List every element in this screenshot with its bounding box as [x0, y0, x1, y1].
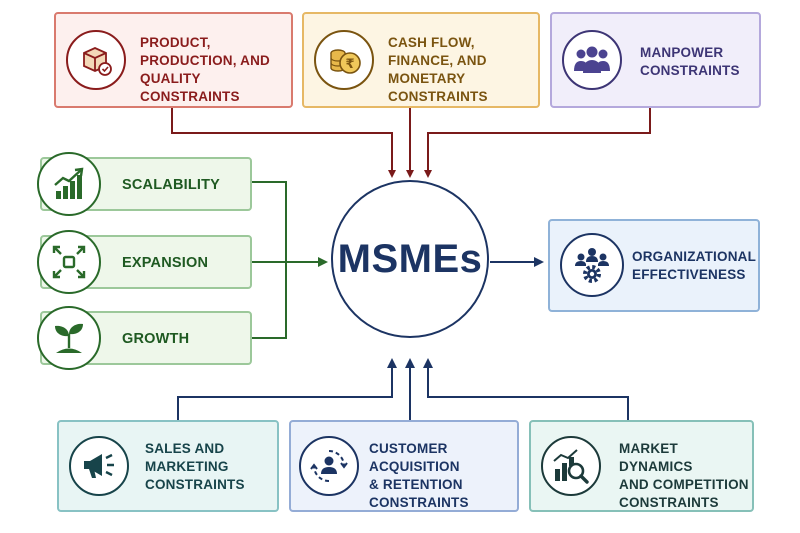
manpower-constraints-box: MANPOWER CONSTRAINTS [550, 12, 761, 108]
organizational-effectiveness-box: ORGANIZATIONAL EFFECTIVENESS [548, 219, 760, 312]
market-dynamics-box: MARKET DYNAMICS AND COMPETITION CONSTRAI… [529, 420, 754, 512]
line-scalability [252, 181, 287, 339]
customer-acquisition-label: CUSTOMER ACQUISITION & RETENTION CONSTRA… [369, 441, 469, 510]
team-gear-icon [560, 233, 624, 297]
sprout-icon [37, 306, 101, 370]
organizational-effectiveness-label: ORGANIZATIONAL EFFECTIVENESS [632, 249, 757, 282]
arrow-sales-to-msmes [177, 358, 397, 420]
sales-marketing-label: SALES AND MARKETING CONSTRAINTS [145, 441, 245, 492]
arrow-product-to-msmes [171, 108, 396, 178]
cashflow-constraints-box: ₹ CASH FLOW, FINANCE, AND MONETARY CONST… [302, 12, 540, 108]
msmes-center-node: MSMEs [331, 180, 489, 338]
expand-arrows-icon [37, 230, 101, 294]
product-box-icon [66, 30, 126, 90]
arrow-manpower-to-msmes [424, 108, 651, 178]
svg-text:₹: ₹ [345, 57, 354, 72]
customer-cycle-icon [299, 436, 359, 496]
product-constraints-box: PRODUCT, PRODUCTION, AND QUALITY CONSTRA… [54, 12, 293, 108]
market-analysis-icon [541, 436, 601, 496]
arrow-market-to-msmes [423, 358, 629, 420]
market-dynamics-label: MARKET DYNAMICS AND COMPETITION CONSTRAI… [619, 441, 749, 510]
manpower-constraints-label: MANPOWER CONSTRAINTS [640, 45, 740, 78]
product-constraints-label: PRODUCT, PRODUCTION, AND QUALITY CONSTRA… [140, 35, 270, 104]
rupee-coins-icon: ₹ [314, 30, 374, 90]
scalability-label: SCALABILITY [122, 177, 221, 193]
expansion-label: EXPANSION [122, 255, 209, 271]
cashflow-constraints-label: CASH FLOW, FINANCE, AND MONETARY CONSTRA… [388, 35, 488, 104]
growth-label: GROWTH [122, 331, 190, 347]
sales-marketing-box: SALES AND MARKETING CONSTRAINTS [57, 420, 279, 512]
growth-chart-icon [37, 152, 101, 216]
megaphone-icon [69, 436, 129, 496]
people-group-icon [562, 30, 622, 90]
msmes-label: MSMEs [337, 236, 483, 281]
customer-acquisition-box: CUSTOMER ACQUISITION & RETENTION CONSTRA… [289, 420, 519, 512]
